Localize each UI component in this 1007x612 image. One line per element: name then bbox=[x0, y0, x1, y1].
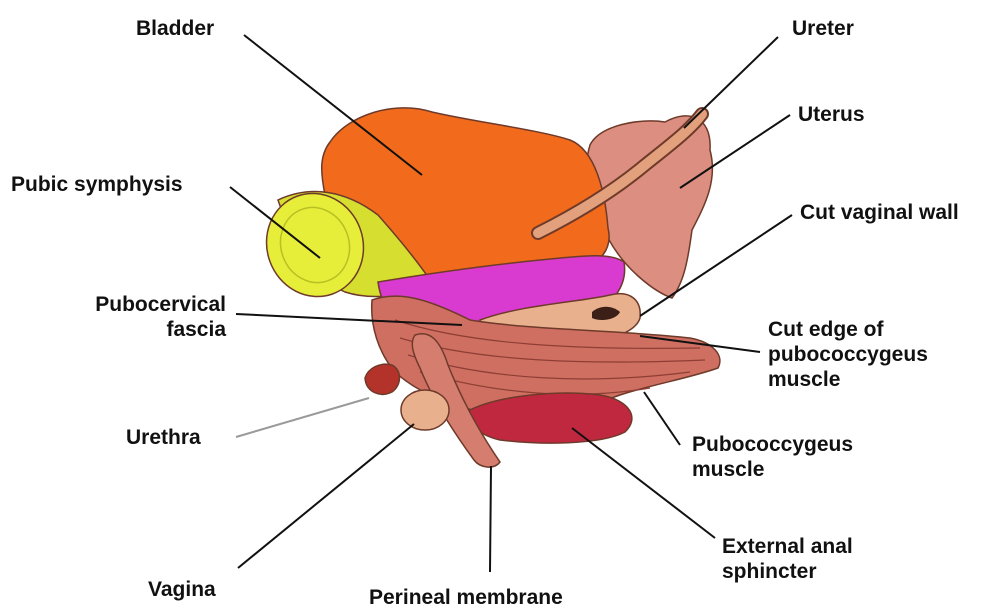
label-cut-edge-line2: pubococcygeus bbox=[768, 342, 928, 367]
label-cut-edge-pubococcygeus: Cut edge of pubococcygeus muscle bbox=[768, 317, 928, 392]
label-pubococcygeus-line2: muscle bbox=[692, 457, 853, 482]
label-perineal-membrane: Perineal membrane bbox=[369, 585, 563, 610]
label-cut-edge-line1: Cut edge of bbox=[768, 317, 928, 342]
label-external-anal-sphincter: External anal sphincter bbox=[722, 534, 853, 584]
leader-perineal-membrane bbox=[490, 466, 491, 572]
label-cut-vaginal-wall: Cut vaginal wall bbox=[800, 200, 959, 225]
label-pubic-symphysis: Pubic symphysis bbox=[11, 172, 183, 197]
label-external-anal-sphincter-line1: External anal bbox=[722, 534, 853, 559]
label-vagina: Vagina bbox=[148, 577, 216, 602]
label-pubocervical-fascia: Pubocervical fascia bbox=[66, 292, 226, 342]
label-cut-edge-line3: muscle bbox=[768, 367, 928, 392]
label-pubocervical-fascia-line1: Pubocervical bbox=[66, 292, 226, 317]
label-bladder: Bladder bbox=[136, 16, 214, 41]
label-pubococcygeus-line1: Pubococcygeus bbox=[692, 432, 853, 457]
vagina-shape bbox=[401, 390, 449, 430]
urethra-shape bbox=[365, 364, 400, 394]
label-ureter: Ureter bbox=[792, 16, 854, 41]
leader-ureter bbox=[684, 37, 778, 128]
label-pubocervical-fascia-line2: fascia bbox=[66, 317, 226, 342]
leader-pubococcygeus-muscle bbox=[644, 392, 680, 445]
label-uterus: Uterus bbox=[798, 102, 865, 127]
label-pubococcygeus-muscle: Pubococcygeus muscle bbox=[692, 432, 853, 482]
leader-urethra bbox=[236, 398, 369, 437]
label-urethra: Urethra bbox=[126, 425, 201, 450]
leader-vagina bbox=[238, 424, 414, 568]
label-external-anal-sphincter-line2: sphincter bbox=[722, 559, 853, 584]
